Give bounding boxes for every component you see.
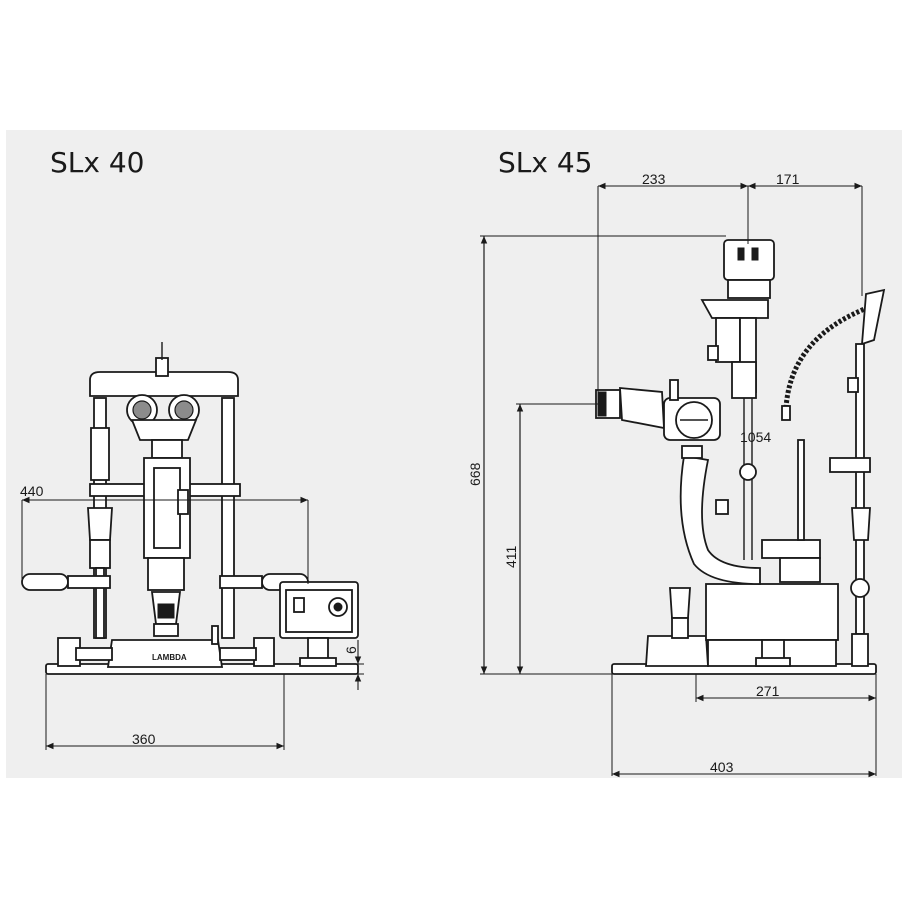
slx45-side-view — [595, 239, 886, 675]
dim-6: 6 — [343, 646, 359, 654]
dim-233: 233 — [642, 171, 666, 187]
dim-1054: 1054 — [740, 429, 771, 445]
dim-271: 271 — [756, 683, 780, 699]
dim-360: 360 — [132, 731, 156, 747]
slx40-front-view: LAMBDA — [21, 342, 359, 675]
dim-411: 411 — [503, 545, 519, 568]
model-title-slx40: SLx 40 — [50, 146, 144, 179]
dim-403: 403 — [710, 759, 734, 775]
dim-668: 668 — [467, 462, 483, 486]
slx40-dimensions: 440 360 6 — [20, 483, 364, 750]
dim-440: 440 — [20, 483, 44, 499]
model-title-slx45: SLx 45 — [498, 146, 592, 179]
base-brand-label: LAMBDA — [152, 653, 187, 662]
dim-171: 171 — [776, 171, 800, 187]
slx45-dimensions: 233 171 668 411 1054 271 403 — [467, 171, 877, 778]
